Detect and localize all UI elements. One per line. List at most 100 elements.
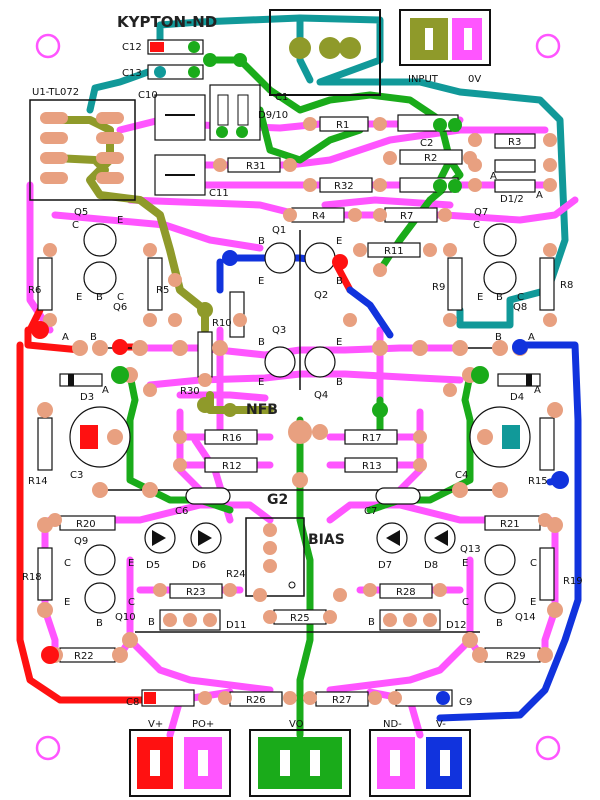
svg-text:C: C [72, 220, 79, 231]
ground-label: 0V [468, 74, 481, 85]
resistor-r30-label: R30 [180, 386, 200, 397]
svg-text:A: A [490, 171, 497, 182]
svg-text:D3: D3 [80, 392, 94, 403]
connector-input: INPUT 0V [399, 9, 491, 85]
svg-text:R21: R21 [500, 519, 520, 530]
svg-text:E: E [258, 276, 264, 287]
capacitor-c3: C3 [69, 406, 131, 481]
svg-text:R28: R28 [396, 587, 416, 598]
svg-text:A: A [536, 190, 543, 201]
resistor-r2: R2 [399, 149, 463, 165]
svg-text:B: B [96, 292, 103, 303]
ic-u1-label: U1-TL072 [32, 87, 79, 98]
svg-text:R4: R4 [312, 211, 325, 222]
resistor-r9-label: R9 [432, 282, 445, 293]
input-label: INPUT [408, 74, 439, 85]
transistor-q9: Q9 Q10 [74, 536, 136, 623]
svg-text:C: C [517, 292, 524, 303]
nd-minus-label: ND- [383, 719, 402, 730]
diode-d9-10: D9/10 [209, 84, 288, 141]
svg-text:C11: C11 [209, 188, 229, 199]
mounting-hole-bottom-left [35, 735, 61, 761]
resistor-r23: R23 [169, 583, 223, 599]
svg-text:C3: C3 [70, 470, 83, 481]
svg-text:C: C [473, 220, 480, 231]
vo-label: VO [289, 719, 304, 730]
svg-text:E: E [336, 236, 342, 247]
capacitor-c1-label: C1 [275, 92, 288, 103]
svg-text:B: B [496, 292, 503, 303]
svg-text:D7: D7 [378, 560, 392, 571]
led-d7: D7 [376, 522, 408, 571]
svg-text:D5: D5 [146, 560, 160, 571]
diode-d3: D3 [59, 373, 103, 403]
svg-text:A: A [528, 332, 535, 343]
mounting-holes [35, 33, 561, 761]
resistor-r17: R17 [344, 429, 398, 445]
svg-text:Q4: Q4 [314, 390, 328, 401]
svg-text:R23: R23 [186, 587, 206, 598]
svg-text:E: E [477, 292, 483, 303]
svg-text:B: B [258, 236, 265, 247]
resistor-r26: R26 [229, 691, 283, 707]
po-plus-label: PO+ [192, 719, 214, 730]
resistor-r18-label: R18 [22, 572, 42, 583]
bias-label: BIAS [308, 532, 345, 548]
transistor-q8-label: Q8 [513, 302, 527, 313]
resistor-r7: R7 [384, 207, 438, 223]
svg-text:C10: C10 [138, 90, 158, 101]
svg-text:C12: C12 [122, 42, 142, 53]
resistor-r20: R20 [59, 515, 116, 531]
svg-text:R32: R32 [334, 181, 354, 192]
resistor-r10-label: R10 [212, 318, 232, 329]
v-plus-label: V+ [148, 719, 163, 730]
led-d8: D8 [424, 522, 456, 571]
svg-text:R12: R12 [222, 461, 242, 472]
svg-text:R22: R22 [74, 651, 94, 662]
resistor-r28: R28 [379, 583, 433, 599]
resistor-r31: R31 [227, 157, 281, 173]
transistor-q1: Q1 [264, 225, 296, 274]
resistor-r13: R13 [344, 457, 398, 473]
svg-text:Q13: Q13 [460, 544, 481, 555]
transistor-q7: Q7 [474, 207, 517, 295]
capacitor-c13: C13 [122, 64, 204, 80]
svg-text:Q7: Q7 [474, 207, 488, 218]
svg-text:Q14: Q14 [515, 612, 536, 623]
svg-text:C: C [128, 597, 135, 608]
capacitor-c12: C12 [122, 39, 204, 55]
board-title: KYPTON-ND [117, 13, 217, 31]
svg-text:B: B [90, 332, 97, 343]
capacitor-c4: C4 [455, 406, 531, 481]
svg-text:R17: R17 [362, 433, 382, 444]
connector-power-left: V+ PO+ [129, 719, 231, 797]
resistor-r3: R3 [494, 133, 536, 149]
svg-text:R3: R3 [508, 137, 521, 148]
svg-text:C: C [117, 292, 124, 303]
transistor-q13: Q13 Q14 [460, 544, 536, 623]
trimmer-bias: BIAS [245, 517, 345, 597]
svg-text:B: B [336, 276, 343, 287]
resistor-r22: R22 [59, 647, 116, 663]
svg-text:R13: R13 [362, 461, 382, 472]
svg-text:C9: C9 [459, 697, 472, 708]
svg-text:B: B [336, 377, 343, 388]
resistor-r29: R29 [484, 647, 541, 663]
svg-text:C6: C6 [175, 506, 188, 517]
svg-text:R27: R27 [332, 695, 352, 706]
svg-text:R7: R7 [400, 211, 413, 222]
colored-pads [31, 53, 569, 664]
resistor-r1: R1 [319, 116, 369, 132]
capacitor-c10: C10 [138, 90, 206, 141]
resistor-r25: R25 [273, 609, 327, 625]
svg-text:C7: C7 [364, 506, 377, 517]
resistor-r27: R27 [315, 691, 369, 707]
resistor-r16: R16 [204, 429, 258, 445]
mounting-hole-top-right [535, 33, 561, 59]
mounting-hole-bottom-right [535, 735, 561, 761]
svg-text:D12: D12 [446, 620, 466, 631]
resistor-r14-label: R14 [28, 476, 48, 487]
svg-text:Q9: Q9 [74, 536, 88, 547]
svg-text:R16: R16 [222, 433, 242, 444]
nfb-label: NFB [246, 402, 278, 418]
